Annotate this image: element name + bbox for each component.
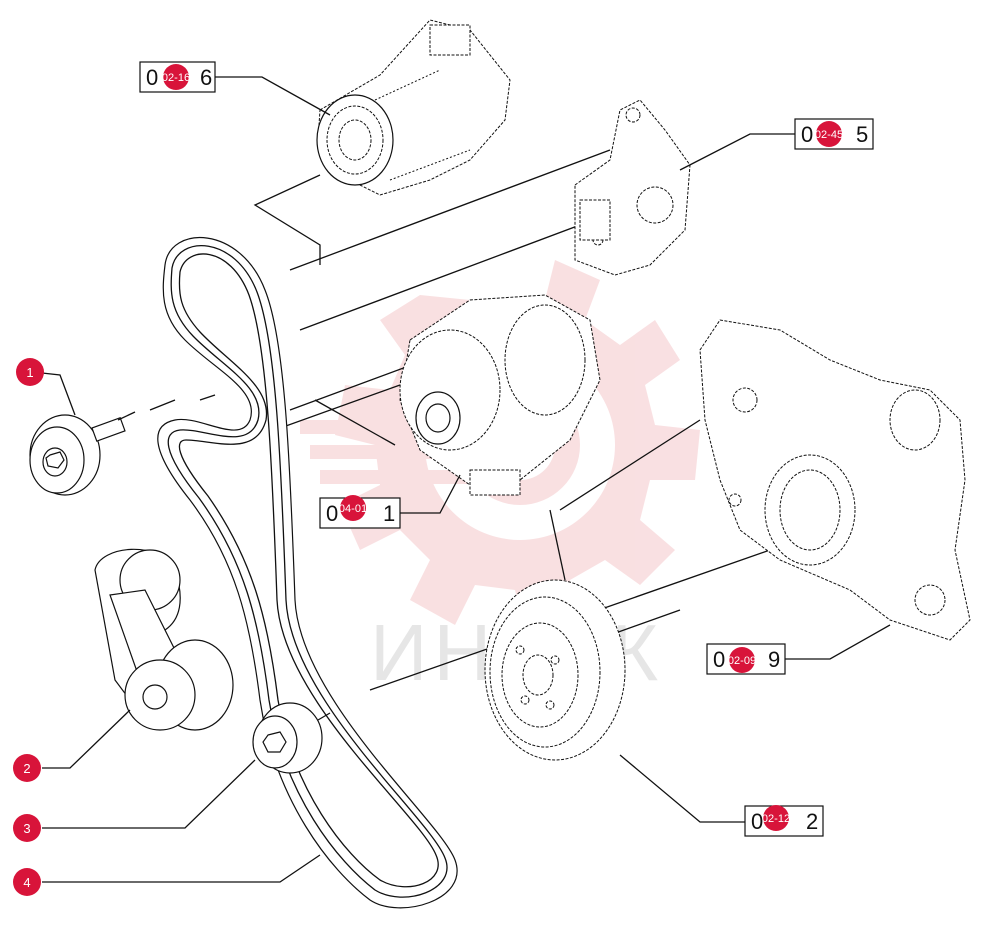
svg-text:02-12: 02-12 — [762, 813, 790, 825]
svg-text:1: 1 — [26, 365, 33, 380]
part-label-02-166[interactable]: 0 6 02-16 — [139, 61, 216, 93]
svg-text:0: 0 — [713, 647, 725, 672]
alternator[interactable] — [399, 294, 601, 496]
callout-3[interactable]: 3 — [13, 814, 41, 842]
ac-compressor[interactable] — [316, 19, 511, 196]
svg-text:0: 0 — [751, 809, 763, 834]
mounting-bracket[interactable] — [574, 99, 691, 276]
svg-text:04-01: 04-01 — [339, 503, 367, 515]
idler-pulley[interactable] — [29, 411, 136, 496]
callout-2[interactable]: 2 — [13, 754, 41, 782]
svg-text:0: 0 — [801, 122, 813, 147]
hotspot-icon[interactable] — [816, 121, 842, 147]
part-label-02-099[interactable]: 0 9 02-09 — [706, 643, 786, 675]
svg-text:6: 6 — [200, 65, 212, 90]
poly-v-belt[interactable] — [157, 236, 458, 909]
svg-text:02-16: 02-16 — [162, 72, 190, 84]
svg-text:4: 4 — [23, 875, 30, 890]
crankshaft-pulley[interactable] — [484, 579, 626, 761]
belt-tensioner[interactable] — [94, 548, 234, 731]
svg-text:0: 0 — [146, 65, 158, 90]
svg-text:1: 1 — [383, 501, 395, 526]
svg-text:9: 9 — [768, 647, 780, 672]
part-label-02-455[interactable]: 0 5 02-45 — [794, 118, 874, 150]
part-label-04-001[interactable]: 0 1 04-01 — [319, 495, 401, 529]
timing-cover[interactable] — [699, 319, 971, 641]
hotspot-icon[interactable] — [163, 64, 189, 90]
svg-text:5: 5 — [856, 122, 868, 147]
svg-text:0: 0 — [326, 501, 338, 526]
svg-text:02-09: 02-09 — [728, 655, 756, 667]
svg-text:02-45: 02-45 — [815, 129, 843, 141]
leader-lines — [41, 76, 891, 883]
svg-text:2: 2 — [806, 809, 818, 834]
callout-4[interactable]: 4 — [13, 868, 41, 896]
part-label-02-122[interactable]: 0 2 02-12 — [744, 805, 824, 837]
hotspot-icon[interactable] — [763, 805, 789, 831]
guide-pulley[interactable] — [252, 702, 331, 774]
hotspot-icon[interactable] — [729, 647, 755, 673]
svg-text:2: 2 — [23, 761, 30, 776]
svg-text:3: 3 — [23, 821, 30, 836]
hotspot-icon[interactable] — [340, 495, 366, 521]
callout-1[interactable]: 1 — [16, 358, 44, 386]
